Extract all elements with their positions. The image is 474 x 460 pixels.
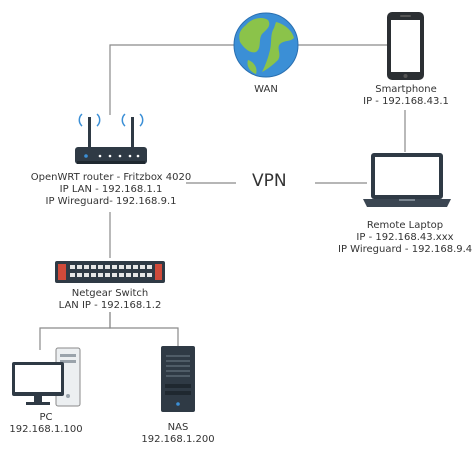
vpn-label: VPN bbox=[252, 171, 287, 191]
smartphone-icon bbox=[387, 12, 424, 80]
nas-ip: 192.168.1.200 bbox=[141, 434, 215, 445]
router-ip-lan: IP LAN - 192.168.1.1 bbox=[59, 184, 163, 195]
smartphone-ip: IP - 192.168.43.1 bbox=[363, 96, 449, 107]
switch-ip: LAN IP - 192.168.1.2 bbox=[58, 300, 162, 311]
pc-label: PC 192.168.1.100 bbox=[6, 412, 86, 436]
link-router-wan bbox=[109, 44, 234, 115]
switch-icon bbox=[55, 261, 165, 283]
router-name: OpenWRT router - Fritzbox 4020 bbox=[30, 172, 192, 183]
laptop-ip-wireguard: IP Wireguard - 192.168.9.4 bbox=[338, 244, 473, 255]
smartphone-label: Smartphone IP - 192.168.43.1 bbox=[350, 84, 462, 108]
router-ip-wireguard: IP Wireguard- 192.168.9.1 bbox=[45, 196, 177, 207]
laptop-label: Remote Laptop IP - 192.168.43.xxx IP Wir… bbox=[338, 220, 472, 256]
laptop-icon bbox=[363, 153, 451, 207]
nas-name: NAS bbox=[167, 422, 189, 433]
pc-ip: 192.168.1.100 bbox=[9, 424, 83, 435]
router-icon bbox=[75, 113, 147, 164]
smartphone-name: Smartphone bbox=[375, 84, 437, 95]
nas-icon bbox=[161, 346, 195, 412]
nas-label: NAS 192.168.1.200 bbox=[138, 422, 218, 446]
switch-name: Netgear Switch bbox=[71, 288, 149, 299]
pc-icon bbox=[12, 347, 81, 407]
laptop-ip: IP - 192.168.43.xxx bbox=[356, 232, 454, 243]
globe-icon bbox=[233, 12, 299, 78]
laptop-name: Remote Laptop bbox=[366, 220, 444, 231]
router-label: OpenWRT router - Fritzbox 4020 IP LAN - … bbox=[30, 172, 192, 208]
link-switch-pc bbox=[39, 312, 111, 350]
switch-label: Netgear Switch LAN IP - 192.168.1.2 bbox=[50, 288, 170, 312]
pc-name: PC bbox=[39, 412, 53, 423]
connector-lines bbox=[39, 44, 406, 350]
link-switch-nas bbox=[109, 312, 179, 346]
wan-label: WAN bbox=[254, 84, 278, 95]
